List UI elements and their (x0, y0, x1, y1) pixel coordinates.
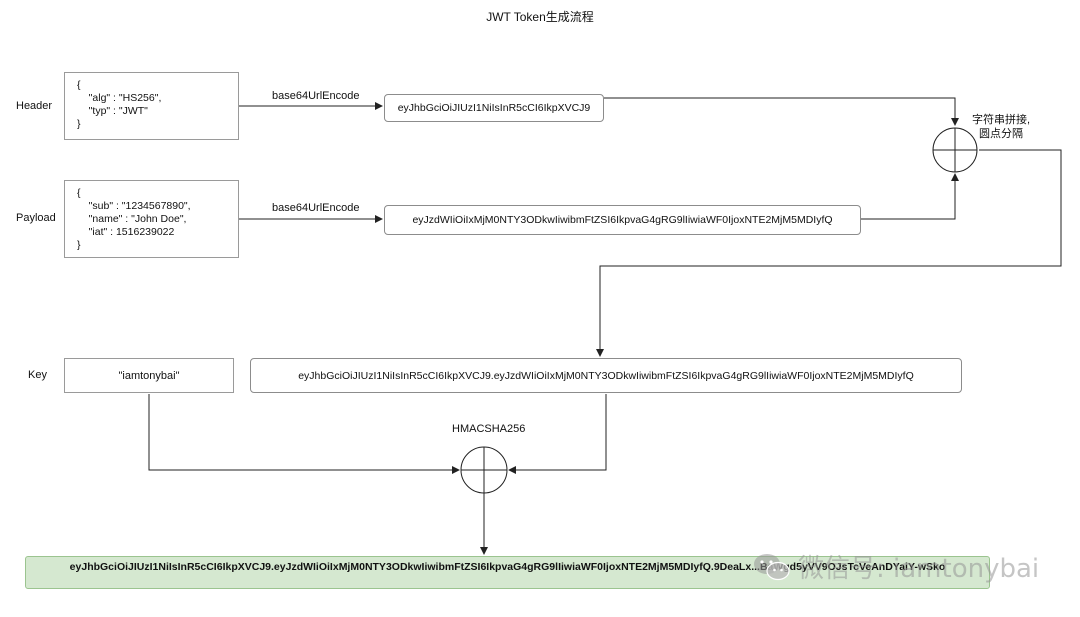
wechat-icon (754, 553, 790, 580)
hmac-label: HMACSHA256 (452, 423, 526, 435)
edge-joined-to-hmac (508, 394, 607, 474)
concat-note: 字符串拼接, 圆点分隔 (972, 113, 1030, 141)
watermark: 微信号: iamtonybai (752, 548, 1039, 585)
header-json-line: "typ" : "JWT" (77, 105, 148, 117)
key-box: "iamtonybai" (64, 358, 234, 393)
header-json-line: } (77, 118, 81, 130)
edge-header-to-concat (604, 97, 959, 126)
header-encoded-box: eyJhbGciOiJIUzI1NiIsInR5cCI6IkpXVCJ9 (384, 94, 604, 122)
payload-json-line: } (77, 239, 81, 251)
payload-json-line: "sub" : "1234567890", (77, 200, 191, 212)
key-row-label: Key (28, 369, 47, 381)
header-encode-label: base64UrlEncode (272, 90, 360, 102)
diagram-title: JWT Token生成流程 (486, 10, 594, 24)
concat-note-line: 圆点分隔 (979, 128, 1024, 140)
payload-encoded-box: eyJzdWIiOiIxMjM0NTY3ODkwIiwibmFtZSI6Ikpv… (384, 205, 861, 235)
payload-json-line: "name" : "John Doe", (77, 213, 187, 225)
payload-row-label: Payload (16, 212, 56, 224)
edge-payload-to-concat (861, 173, 959, 220)
header-row-label: Header (16, 100, 53, 112)
joined-string-box: eyJhbGciOiJIUzI1NiIsInR5cCI6IkpXVCJ9.eyJ… (250, 358, 962, 393)
payload-encode-label: base64UrlEncode (272, 202, 360, 214)
header-json-line: { (77, 79, 81, 91)
payload-json-line: "iat" : 1516239022 (77, 226, 175, 238)
edge-concat-to-joined (596, 149, 1062, 357)
watermark-text: 微信号: iamtonybai (798, 554, 1040, 584)
edge-key-to-hmac (148, 394, 460, 474)
payload-json-box: { "sub" : "1234567890", "name" : "John D… (64, 180, 239, 258)
header-json-line: "alg" : "HS256", (77, 92, 162, 104)
concat-note-line: 字符串拼接, (972, 114, 1031, 126)
header-json-box: { "alg" : "HS256", "typ" : "JWT" } (64, 72, 239, 140)
final-token-box: eyJhbGciOiJIUzI1NiIsInR5cCI6IkpXVCJ9.eyJ… (25, 556, 990, 589)
payload-json-line: { (77, 187, 81, 199)
